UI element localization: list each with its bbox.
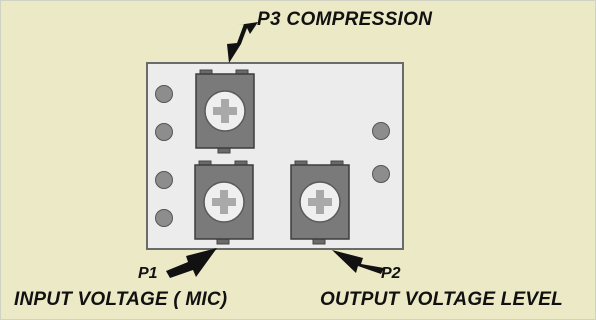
p1-pointer-arrow-icon [166, 248, 217, 278]
left-mounting-holes [155, 85, 173, 227]
p1-id-label: P1 [138, 265, 158, 282]
mounting-hole [372, 122, 390, 140]
potentiometer-p2 [290, 160, 350, 245]
mounting-hole [155, 171, 173, 189]
mounting-hole [155, 209, 173, 227]
pot-slot [316, 190, 324, 214]
p3-pointer-arrow-icon [227, 22, 258, 63]
pot-slot [220, 190, 228, 214]
mounting-hole [155, 85, 173, 103]
pot-slot [221, 99, 229, 123]
mounting-hole [372, 165, 390, 183]
p2-id-label: P2 [381, 265, 401, 282]
output-voltage-level-label: OUTPUT VOLTAGE LEVEL [320, 289, 563, 310]
p3-compression-label: P3 COMPRESSION [257, 9, 433, 30]
circuit-board [146, 62, 404, 250]
p2-pointer-arrow-icon [332, 250, 384, 274]
potentiometer-p3 [195, 69, 255, 154]
potentiometer-p1 [194, 160, 254, 245]
pcb-board [146, 62, 404, 250]
right-mounting-holes [372, 122, 390, 183]
mounting-hole [155, 123, 173, 141]
input-voltage-label: INPUT VOLTAGE ( MIC) [14, 289, 228, 310]
